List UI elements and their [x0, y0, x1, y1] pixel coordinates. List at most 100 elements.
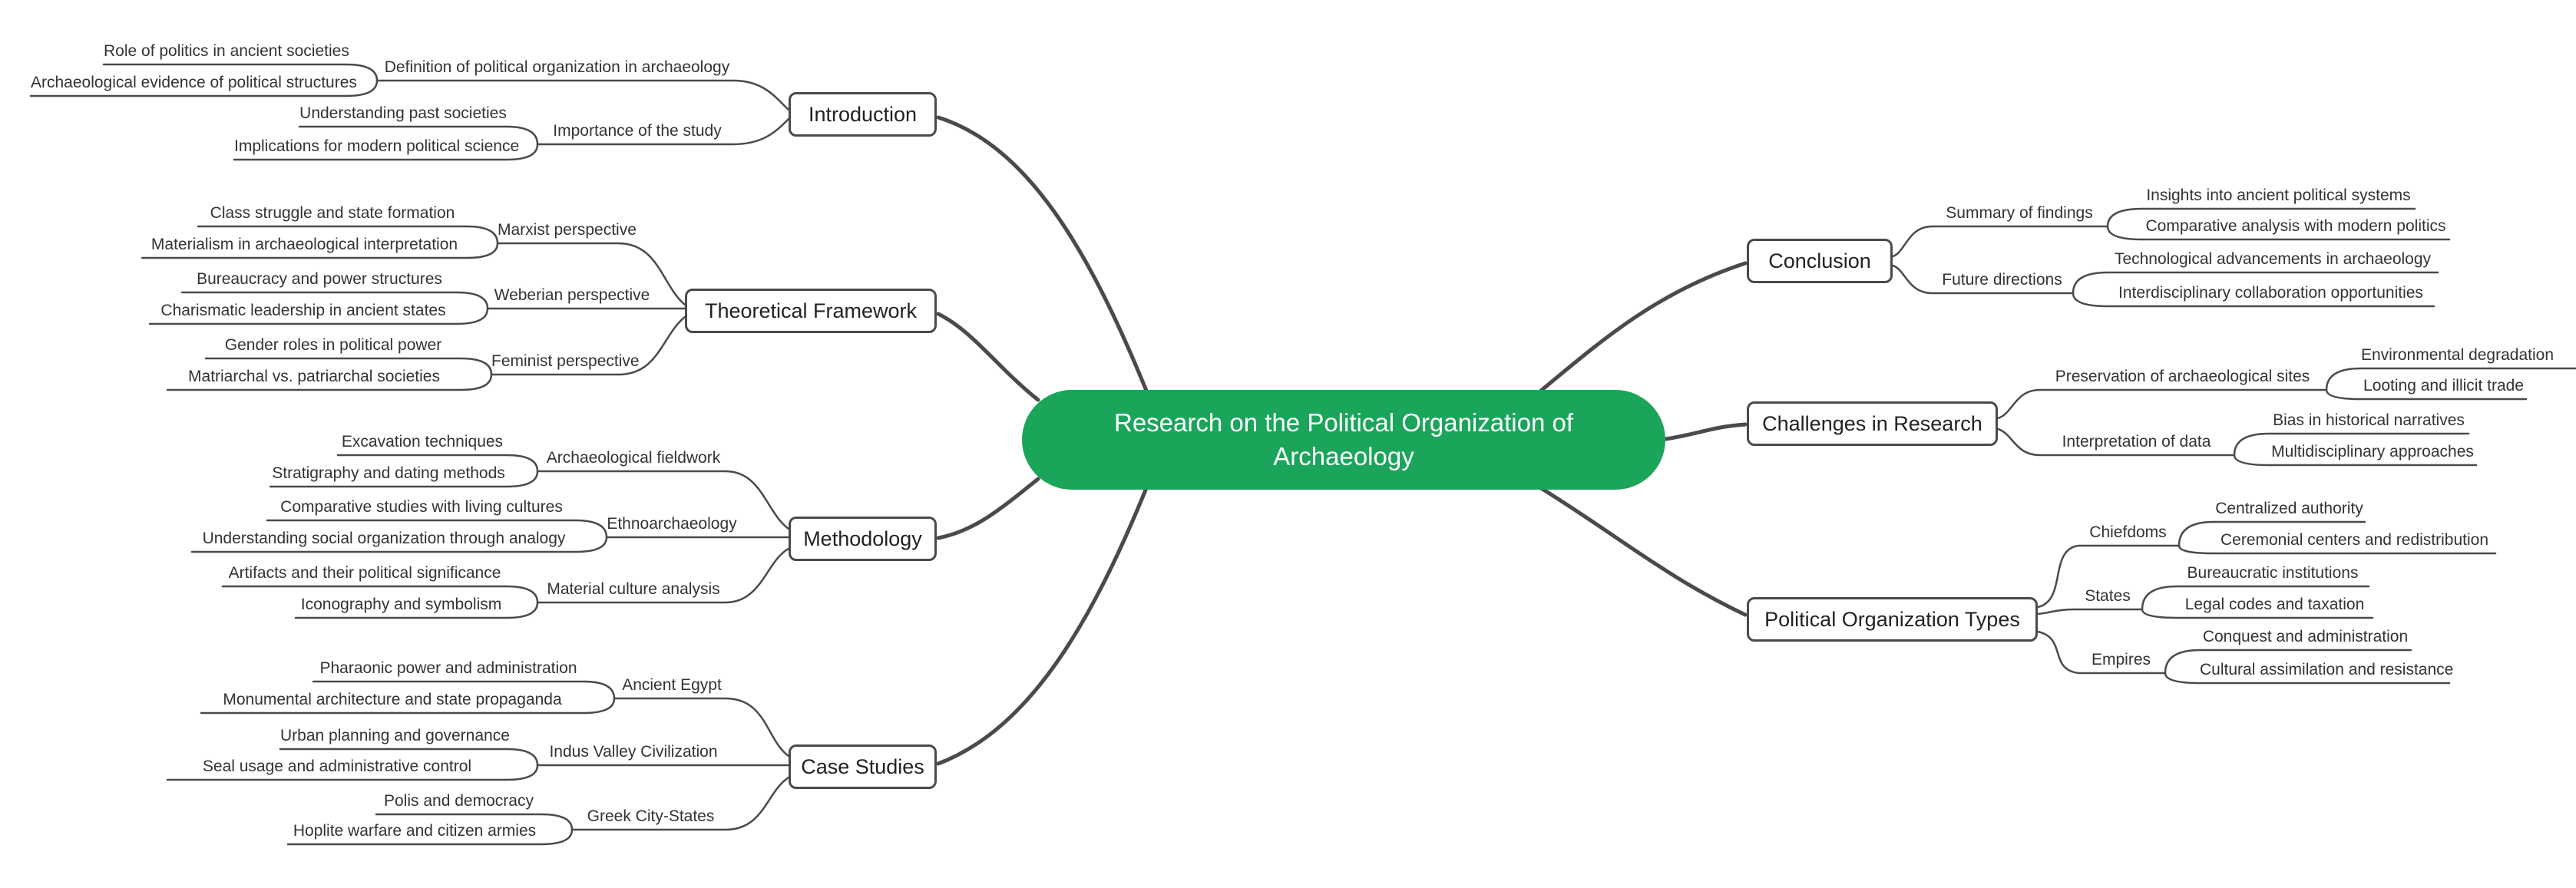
leaf-line-pharaonic [312, 680, 616, 700]
leaf-looting-illicit-trade[interactable]: Looting and illicit trade [2363, 377, 2524, 394]
leaf-legal-codes-taxation[interactable]: Legal codes and taxation [2184, 596, 2365, 613]
subtopic-future-directions[interactable]: Future directions [1942, 271, 2062, 289]
root-topic-label: Research on the Political Organization o… [1114, 408, 1573, 470]
topic-challenges-in-research[interactable]: Challenges in Research [1747, 401, 1998, 446]
leaf-cultural-assimilation[interactable]: Cultural assimilation and resistance [2200, 661, 2454, 678]
leaf-interdisciplinary-collaboration[interactable]: Interdisciplinary collaboration opportun… [2118, 284, 2423, 302]
leaf-line-ceremonial [2178, 544, 2497, 555]
leaf-line-comparative-modern [2106, 225, 2451, 241]
leaf-line-social-analogy [190, 536, 608, 553]
leaf-line-legal-codes [2141, 608, 2374, 619]
leaf-archaeological-evidence[interactable]: Archaeological evidence of political str… [31, 74, 357, 91]
topic-theoretical-framework[interactable]: Theoretical Framework [685, 289, 937, 333]
leaf-line-understanding-past [298, 125, 539, 146]
leaf-multidisciplinary-approaches[interactable]: Multidisciplinary approaches [2271, 443, 2474, 461]
link-interpretation [1996, 427, 2236, 457]
subtopic-states[interactable]: States [2085, 587, 2131, 605]
subtopic-empires[interactable]: Empires [2091, 651, 2151, 668]
topic-case-studies[interactable]: Case Studies [789, 744, 937, 789]
leaf-monumental-architecture[interactable]: Monumental architecture and state propag… [223, 691, 562, 708]
leaf-insights-ancient-political[interactable]: Insights into ancient political systems [2146, 187, 2411, 204]
topic-conclusion[interactable]: Conclusion [1747, 239, 1893, 283]
leaf-line-excavation [336, 454, 539, 473]
link-conclusion [1539, 261, 1748, 393]
subtopic-greek-city-states[interactable]: Greek City-States [587, 807, 715, 825]
link-theoretical-framework [936, 312, 1040, 402]
leaf-line-stratigraphy [269, 470, 539, 488]
leaf-line-seal-usage [166, 764, 539, 781]
link-political-org-types [1539, 486, 1748, 617]
leaf-line-hoplite [286, 828, 574, 846]
subtopic-feminist-perspective[interactable]: Feminist perspective [491, 352, 640, 370]
leaf-line-polis [375, 813, 574, 831]
leaf-ceremonial-centers[interactable]: Ceremonial centers and redistribution [2220, 531, 2488, 549]
leaf-line-role-of-politics [102, 63, 379, 82]
leaf-polis-democracy[interactable]: Polis and democracy [384, 792, 534, 810]
leaf-conquest-administration[interactable]: Conquest and administration [2202, 628, 2409, 645]
link-preservation [1996, 388, 2328, 420]
link-summary-findings [1891, 225, 2109, 258]
leaf-class-struggle[interactable]: Class struggle and state formation [210, 204, 455, 222]
leaf-gender-roles[interactable]: Gender roles in political power [224, 336, 442, 354]
leaf-urban-planning[interactable]: Urban planning and governance [280, 727, 510, 744]
leaf-implications-modern-political-science[interactable]: Implications for modern political scienc… [234, 137, 520, 155]
leaf-excavation-techniques[interactable]: Excavation techniques [341, 433, 504, 451]
link-methodology [936, 477, 1040, 540]
leaf-charismatic-leadership[interactable]: Charismatic leadership in ancient states [160, 302, 446, 319]
subtopic-ancient-egypt[interactable]: Ancient Egypt [622, 676, 722, 694]
subtopic-summary-of-findings[interactable]: Summary of findings [1946, 204, 2093, 222]
leaf-centralized-authority[interactable]: Centralized authority [2215, 500, 2363, 517]
main-branch-links [936, 115, 1748, 766]
leaf-line-materialism [141, 242, 499, 259]
leaf-line-comparative-living [266, 519, 608, 539]
link-greek-city-states [570, 776, 790, 831]
leaf-matriarchal-patriarchal[interactable]: Matriarchal vs. patriarchal societies [188, 368, 440, 385]
leaf-hoplite-warfare[interactable]: Hoplite warfare and citizen armies [293, 822, 537, 840]
subtopic-links [375, 79, 2328, 831]
subtopic-indus-valley[interactable]: Indus Valley Civilization [549, 743, 718, 761]
topic-introduction[interactable]: Introduction [789, 92, 937, 137]
leaf-comparative-modern-politics[interactable]: Comparative analysis with modern politic… [2145, 217, 2446, 235]
leaf-pharaonic-power[interactable]: Pharaonic power and administration [319, 659, 577, 677]
leaf-stratigraphy-dating[interactable]: Stratigraphy and dating methods [272, 464, 505, 482]
subtopic-ethnoarchaeology[interactable]: Ethnoarchaeology [607, 515, 737, 533]
link-chiefdoms [2036, 544, 2181, 609]
leaf-line-bureaucratic-institutions [2141, 585, 2370, 611]
leaf-bureaucracy-power[interactable]: Bureaucracy and power structures [197, 270, 442, 288]
link-challenges [1663, 422, 1748, 441]
subtopic-weberian-perspective[interactable]: Weberian perspective [494, 286, 650, 304]
leaf-line-bureaucracy [180, 291, 489, 310]
subtopic-interpretation-of-data[interactable]: Interpretation of data [2062, 433, 2211, 451]
leaf-bias-historical-narratives[interactable]: Bias in historical narratives [2273, 411, 2465, 429]
leaf-line-looting [2325, 388, 2528, 401]
leaf-environmental-degradation[interactable]: Environmental degradation [2361, 346, 2554, 364]
subtopic-archaeological-fieldwork[interactable]: Archaeological fieldwork [546, 449, 721, 467]
leaf-line-multidisciplinary [2233, 454, 2478, 467]
leaf-comparative-living-cultures[interactable]: Comparative studies with living cultures [280, 498, 563, 516]
subtopic-chiefdoms[interactable]: Chiefdoms [2089, 523, 2167, 541]
leaf-line-centralized [2178, 520, 2366, 547]
topic-methodology[interactable]: Methodology [789, 517, 937, 561]
subtopic-definition-political-organization[interactable]: Definition of political organization in … [384, 58, 730, 76]
subtopic-preservation-sites[interactable]: Preservation of archaeological sites [2055, 368, 2310, 385]
subtopic-marxist-perspective[interactable]: Marxist perspective [498, 221, 637, 239]
subtopic-material-culture-analysis[interactable]: Material culture analysis [547, 580, 720, 598]
leaf-understanding-past-societies[interactable]: Understanding past societies [299, 104, 507, 122]
leaf-seal-usage[interactable]: Seal usage and administrative control [202, 758, 472, 775]
topic-political-organization-types[interactable]: Political Organization Types [1747, 597, 2038, 642]
leaf-line-archaeological-evidence [29, 79, 379, 97]
leaf-social-organization-analogy[interactable]: Understanding social organization throug… [202, 530, 566, 547]
leaf-technological-advancements[interactable]: Technological advancements in archaeolog… [2114, 250, 2432, 268]
root-topic[interactable]: Research on the Political Organization o… [1022, 390, 1665, 490]
leaf-line-cultural-assimilation [2164, 672, 2451, 685]
link-material-culture [536, 547, 790, 604]
leaf-artifacts-political-significance[interactable]: Artifacts and their political significan… [228, 564, 501, 582]
leaf-line-environmental [2325, 367, 2576, 391]
subtopic-importance-of-study[interactable]: Importance of the study [553, 122, 722, 140]
leaf-line-urban-planning [279, 748, 539, 767]
leaf-role-of-politics[interactable]: Role of politics in ancient societies [104, 42, 349, 60]
leaf-materialism[interactable]: Materialism in archaeological interpreta… [150, 236, 458, 253]
leaf-iconography-symbolism[interactable]: Iconography and symbolism [300, 596, 502, 613]
leaf-bureaucratic-institutions[interactable]: Bureaucratic institutions [2187, 564, 2359, 582]
